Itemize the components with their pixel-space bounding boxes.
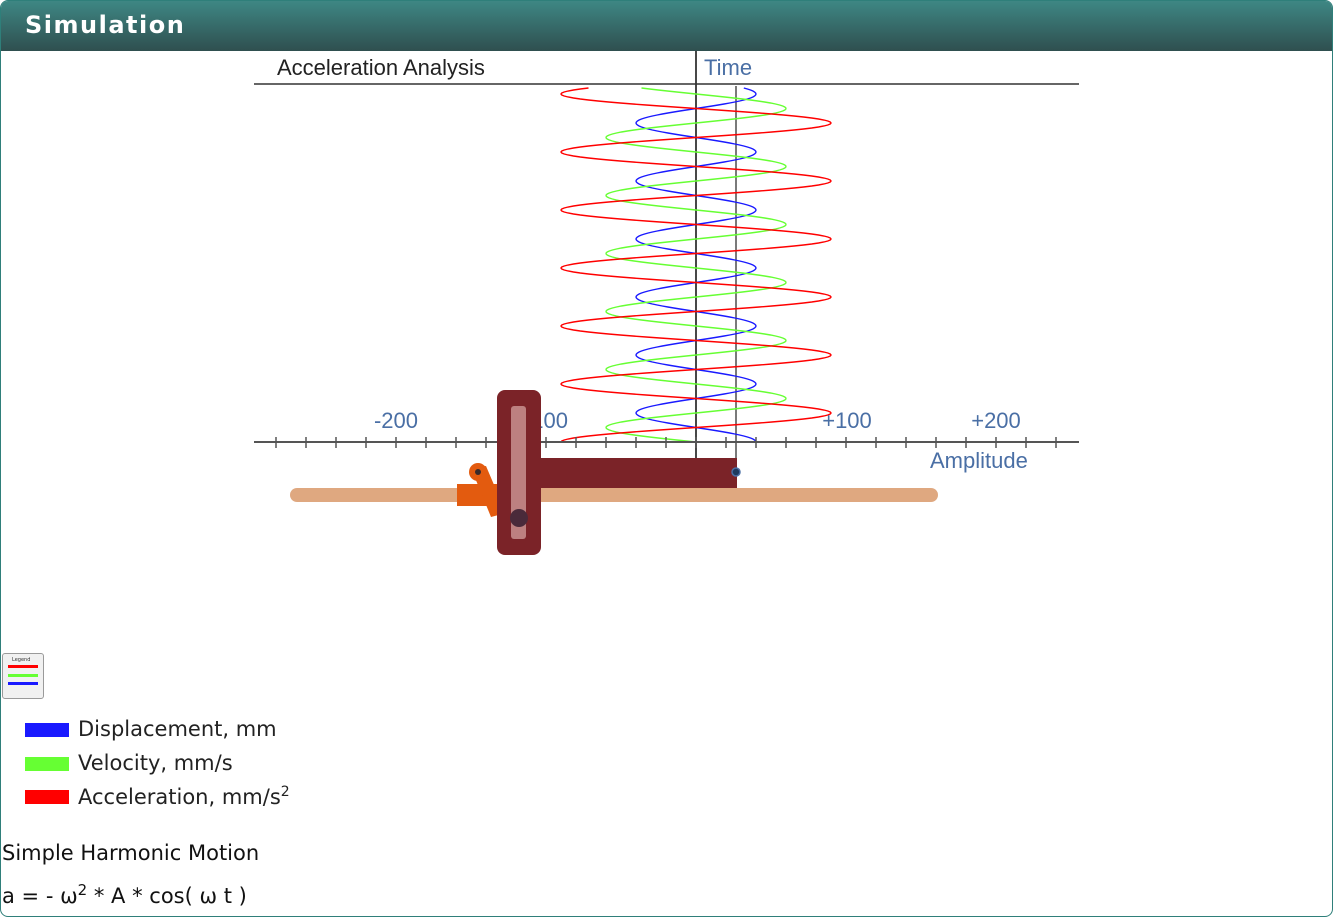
- crank-pin: [475, 469, 481, 475]
- panel-title: Simulation: [25, 11, 186, 39]
- velocity-swatch: [25, 757, 69, 771]
- tick-label-minus-200: -200: [374, 408, 418, 433]
- simulation-canvas[interactable]: Acceleration Analysis Time -200 -100 +10…: [1, 51, 1332, 611]
- legend-button-blue-line: [8, 682, 38, 685]
- yoke-slot: [511, 406, 526, 539]
- legend-label-acceleration-text: Acceleration, mm/s: [78, 785, 281, 809]
- velocity-wave: [605, 87, 787, 443]
- wave-plot: [560, 87, 832, 443]
- tick-label-plus-100: +100: [822, 408, 872, 433]
- yoke-tracer-point: [731, 467, 741, 477]
- acceleration-swatch: [25, 790, 69, 804]
- yoke-bar: [526, 458, 737, 488]
- description-title: Simple Harmonic Motion: [2, 841, 260, 865]
- legend-toggle-button[interactable]: Legend: [2, 653, 44, 699]
- formula: a = - ω2 * A * cos( ω t ): [2, 881, 247, 908]
- displacement-swatch: [25, 723, 69, 737]
- amplitude-axis-label: Amplitude: [930, 448, 1028, 473]
- formula-prefix: a = - ω: [2, 884, 78, 908]
- panel-header: Simulation: [1, 1, 1332, 51]
- time-axis-label: Time: [704, 55, 752, 80]
- formula-sup: 2: [77, 881, 88, 899]
- legend-label-acceleration: Acceleration, mm/s2: [78, 784, 290, 809]
- legend-button-red-line: [8, 665, 38, 668]
- formula-suffix: * A * cos( ω t ): [87, 884, 247, 908]
- amplitude-axis-ticks: [275, 437, 1057, 448]
- legend-button-green-line: [8, 674, 38, 677]
- legend-button-caption: Legend: [12, 657, 31, 663]
- legend-label-acceleration-sup: 2: [280, 784, 290, 800]
- acceleration-wave: [560, 87, 832, 443]
- slider-pin[interactable]: [510, 509, 528, 527]
- analysis-title: Acceleration Analysis: [277, 55, 485, 80]
- legend-label-velocity: Velocity, mm/s: [78, 751, 233, 775]
- displacement-wave: [635, 87, 757, 443]
- legend-label-displacement: Displacement, mm: [78, 717, 277, 741]
- tick-label-plus-200: +200: [971, 408, 1021, 433]
